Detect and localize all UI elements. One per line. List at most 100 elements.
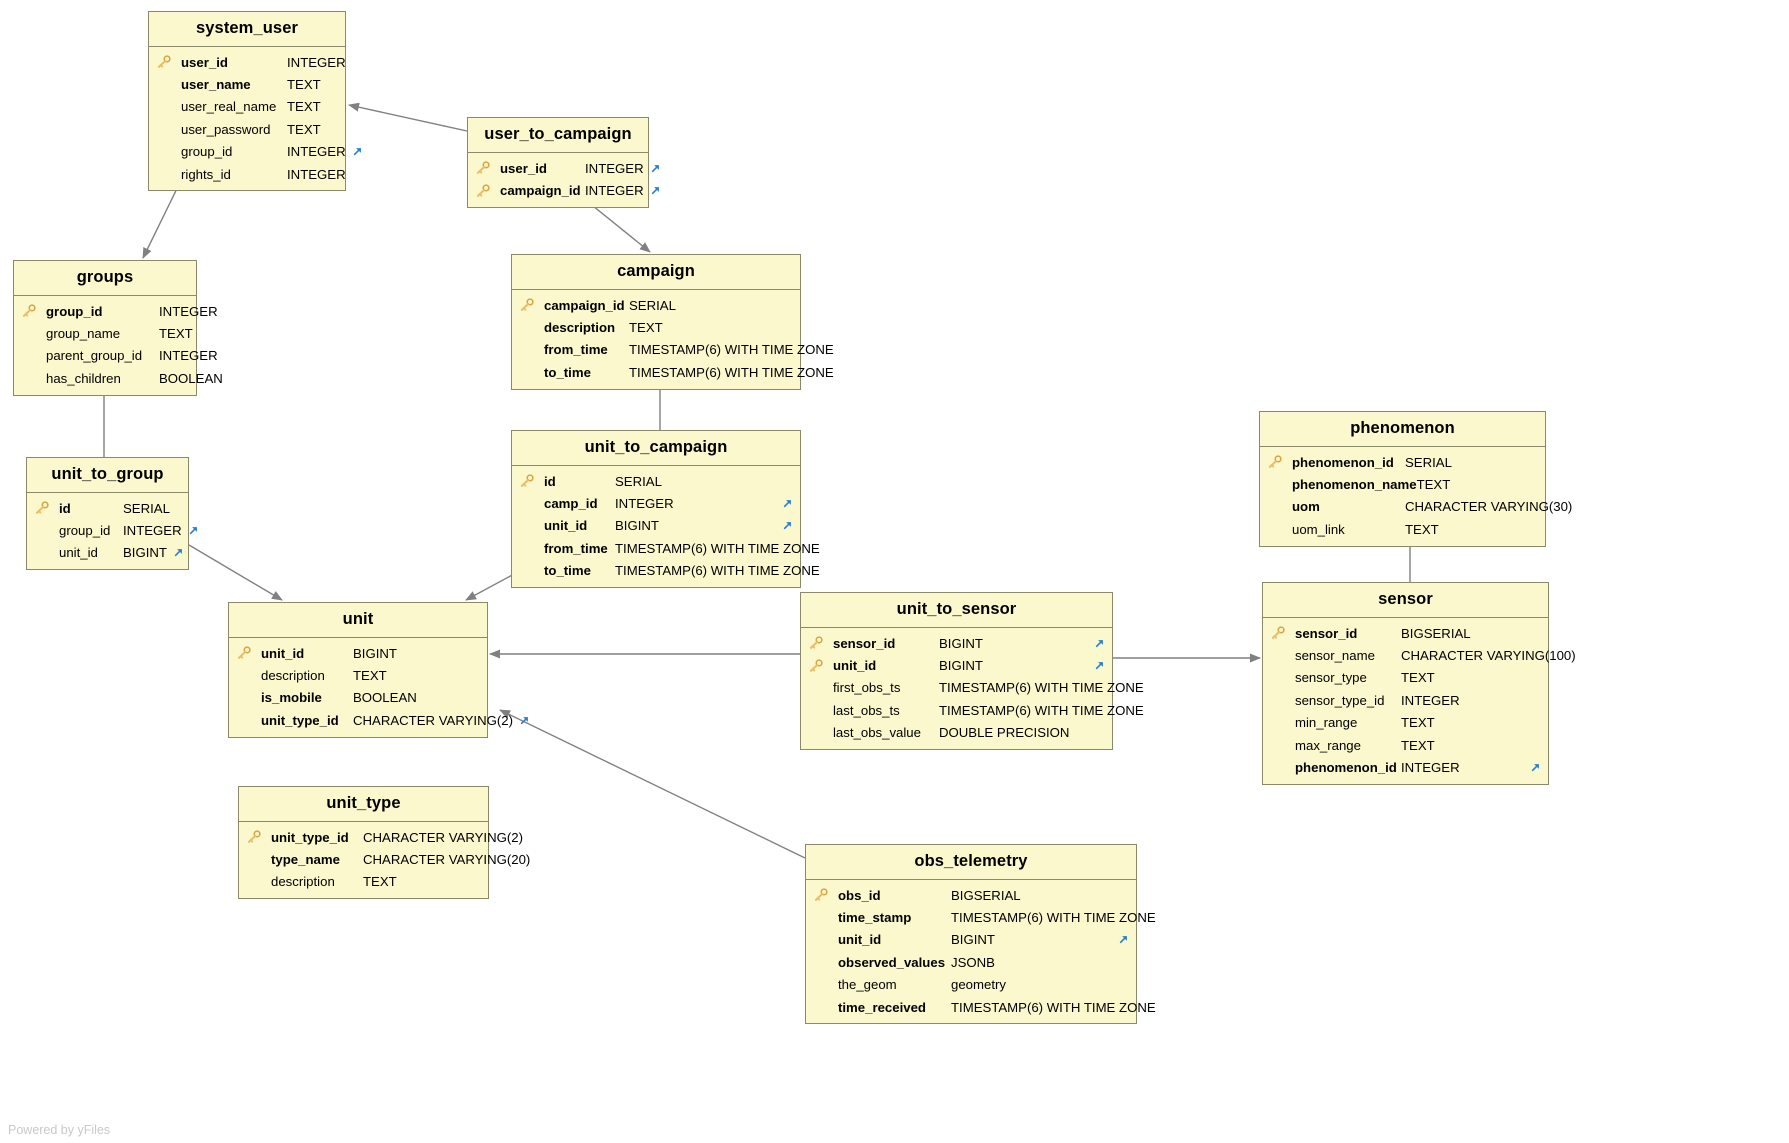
column-type: BIGINT [353, 645, 397, 661]
column-name: time_stamp [838, 910, 912, 926]
column-name: uom [1292, 499, 1320, 515]
column-name: from_time [544, 540, 608, 556]
column-type: INTEGER [287, 54, 346, 70]
column-name: max_range [1295, 737, 1361, 753]
foreign-key-arrow-icon [776, 519, 794, 532]
column-type: TIMESTAMP(6) WITH TIME ZONE [629, 364, 834, 380]
column-name: last_obs_ts [833, 702, 900, 718]
column-name: description [261, 668, 325, 684]
primary-key-icon [809, 658, 833, 673]
column-name: sensor_name [1295, 648, 1375, 664]
column-type: TEXT [1405, 521, 1439, 537]
column-name: has_children [46, 370, 121, 386]
column-type: BIGINT [615, 518, 659, 534]
foreign-key-arrow-icon [776, 497, 794, 510]
column-name: description [544, 320, 616, 336]
column-name: unit_type_id [261, 712, 339, 728]
column-type: TIMESTAMP(6) WITH TIME ZONE [615, 563, 820, 579]
column-row: uom CHARACTER VARYING(30) [1260, 496, 1572, 518]
column-name: camp_id [544, 496, 598, 512]
column-row: min_range TEXT [1263, 712, 1548, 734]
foreign-key-arrow-icon [182, 524, 200, 537]
primary-key-icon [1268, 455, 1292, 469]
primary-key-icon [476, 183, 500, 198]
column-name: user_name [181, 77, 251, 93]
entity-title-unit_to_group: unit_to_group [27, 458, 188, 493]
primary-key-icon [809, 636, 833, 650]
column-type: CHARACTER VARYING(30) [1405, 499, 1573, 515]
column-name: unit_type_id [271, 829, 349, 845]
column-name: unit_id [833, 658, 877, 674]
column-type: INTEGER [1401, 760, 1460, 776]
column-type: TIMESTAMP(6) WITH TIME ZONE [939, 680, 1144, 696]
column-name: unit_id [838, 932, 882, 948]
column-type: TEXT [159, 326, 193, 342]
relationship-user_to_campaign-to-system_user [348, 102, 468, 132]
column-type: TEXT [287, 121, 321, 137]
column-name: unit_id [544, 518, 588, 534]
foreign-key-arrow-icon [1112, 933, 1130, 946]
column-type: TIMESTAMP(6) WITH TIME ZONE [629, 342, 834, 358]
column-type: INTEGER [615, 496, 674, 512]
column-type: SERIAL [629, 297, 676, 313]
column-name: min_range [1295, 715, 1358, 731]
column-name: phenomenon_id [1295, 760, 1397, 776]
column-type: TEXT [1401, 670, 1435, 686]
column-row: description TEXT [229, 664, 487, 686]
entity-title-unit_type: unit_type [239, 787, 488, 822]
foreign-key-arrow-icon [1088, 637, 1106, 650]
column-name: from_time [544, 342, 608, 358]
column-type: TEXT [353, 668, 387, 684]
column-type: TEXT [1401, 715, 1435, 731]
foreign-key-arrow-icon [346, 145, 364, 158]
column-name: id [544, 473, 556, 489]
entity-title-sensor: sensor [1263, 583, 1548, 618]
column-name: is_mobile [261, 690, 322, 706]
column-name: sensor_type_id [1295, 692, 1385, 708]
entity-title-user_to_campaign: user_to_campaign [468, 118, 648, 153]
column-name: first_obs_ts [833, 680, 901, 696]
foreign-key-arrow-icon [644, 162, 662, 175]
column-type: TEXT [629, 320, 663, 336]
column-type: SERIAL [615, 473, 662, 489]
column-row: unit_id BIGINT [512, 515, 800, 537]
column-name: the_geom [838, 977, 897, 993]
column-name: sensor_id [1295, 625, 1358, 641]
column-type: INTEGER [159, 348, 218, 364]
